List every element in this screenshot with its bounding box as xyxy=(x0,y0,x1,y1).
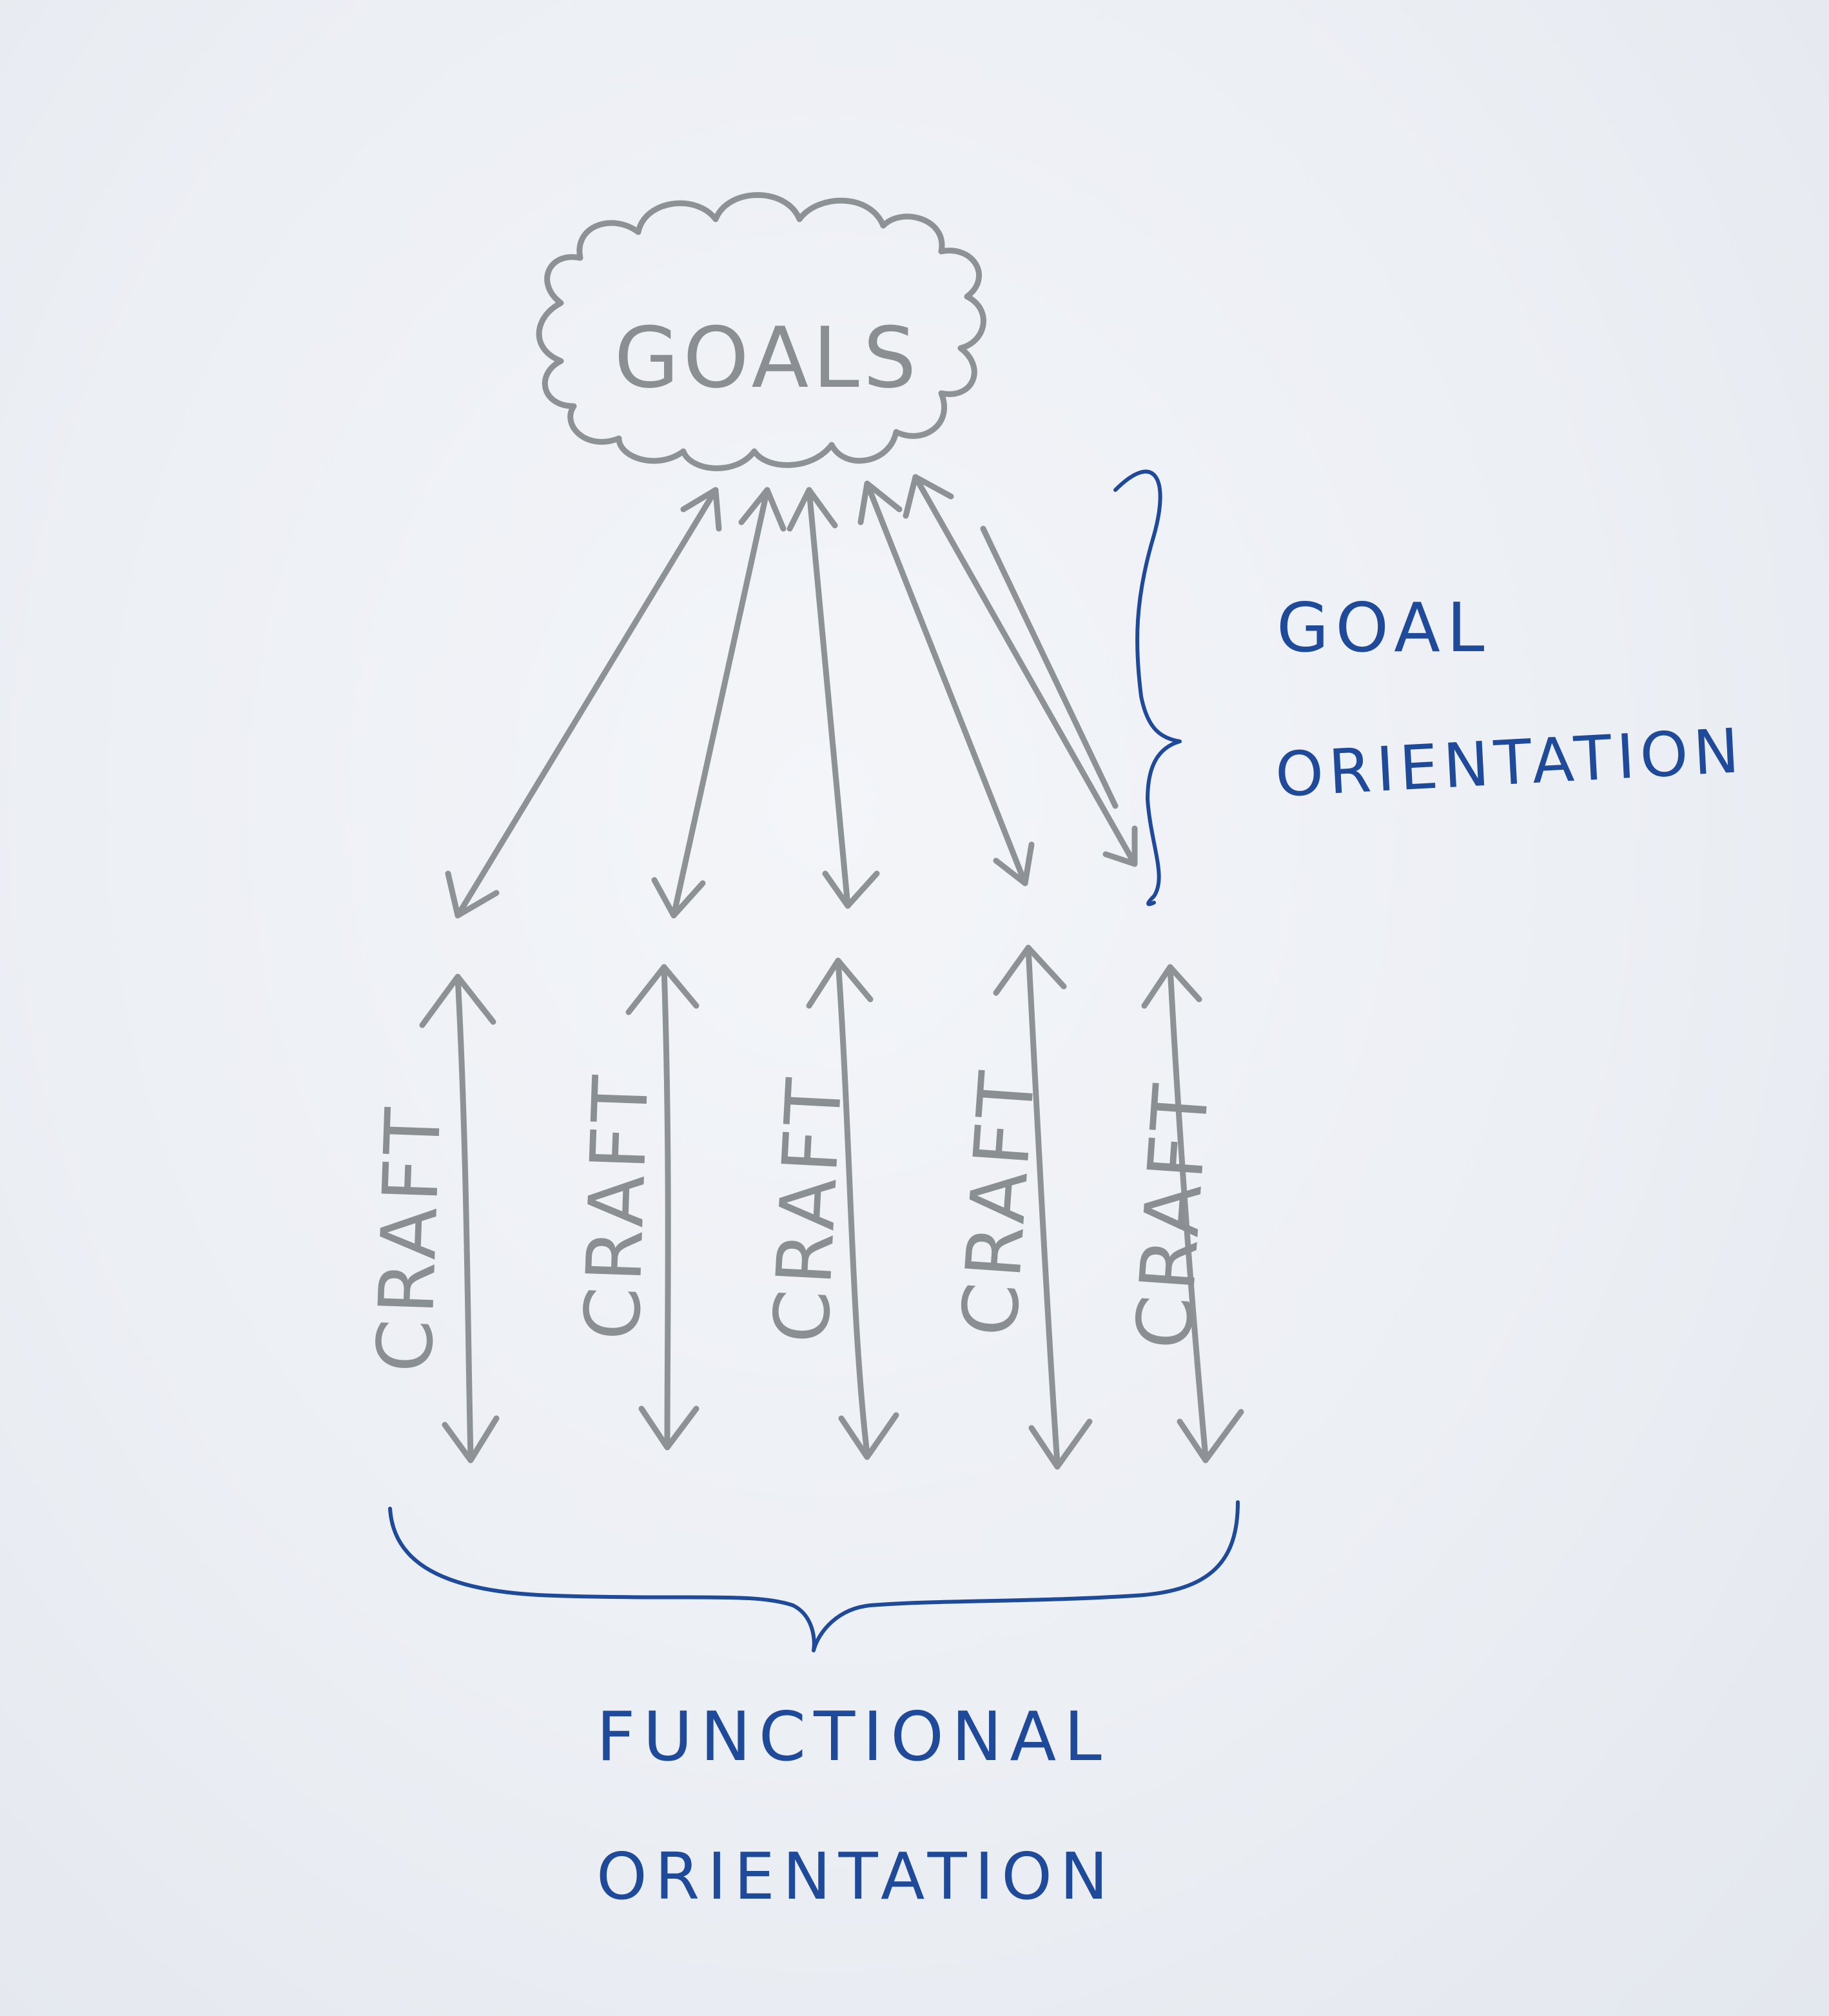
craft-arrow-1 xyxy=(419,974,500,1463)
goals-label: GOALS xyxy=(614,309,921,407)
craft-arrow-2 xyxy=(625,964,699,1451)
craft-arrow-4 xyxy=(993,944,1093,1470)
goals-cloud: GOALS xyxy=(536,192,986,471)
functional-orientation-label: FUNCTIONAL ORIENTATION xyxy=(596,1698,1116,1914)
goal-arrow-5 xyxy=(903,474,1138,867)
functional-orientation-line1: FUNCTIONAL xyxy=(596,1698,1110,1776)
craft-label-5: CRAFT xyxy=(1119,1077,1226,1352)
goal-arrows xyxy=(445,474,1138,919)
functional-orientation-line2: ORIENTATION xyxy=(596,1839,1116,1914)
cloud-outline xyxy=(536,192,986,471)
craft-label-4: CRAFT xyxy=(944,1064,1052,1339)
craft-labels: CRAFT CRAFT CRAFT CRAFT CRAFT xyxy=(360,1064,1226,1374)
craft-arrow-3 xyxy=(806,957,899,1460)
goal-orientation-brace xyxy=(1113,469,1182,906)
goal-arrow-1 xyxy=(445,487,722,919)
goal-orientation-line1: GOAL xyxy=(1276,589,1491,667)
goal-arrow-2 xyxy=(651,487,787,919)
goal-arrow-3 xyxy=(787,487,880,909)
craft-arrows xyxy=(419,944,1244,1470)
craft-label-2: CRAFT xyxy=(567,1069,666,1342)
goal-orientation-line2: ORIENTATION xyxy=(1273,716,1746,811)
craft-label-1: CRAFT xyxy=(360,1101,458,1374)
functional-orientation-brace xyxy=(388,1500,1240,1652)
goal-arrow-4 xyxy=(857,480,1035,886)
craft-arrow-5 xyxy=(1141,964,1244,1463)
craft-label-3: CRAFT xyxy=(756,1072,859,1346)
goal-orientation-label: GOAL ORIENTATION xyxy=(1273,589,1746,811)
